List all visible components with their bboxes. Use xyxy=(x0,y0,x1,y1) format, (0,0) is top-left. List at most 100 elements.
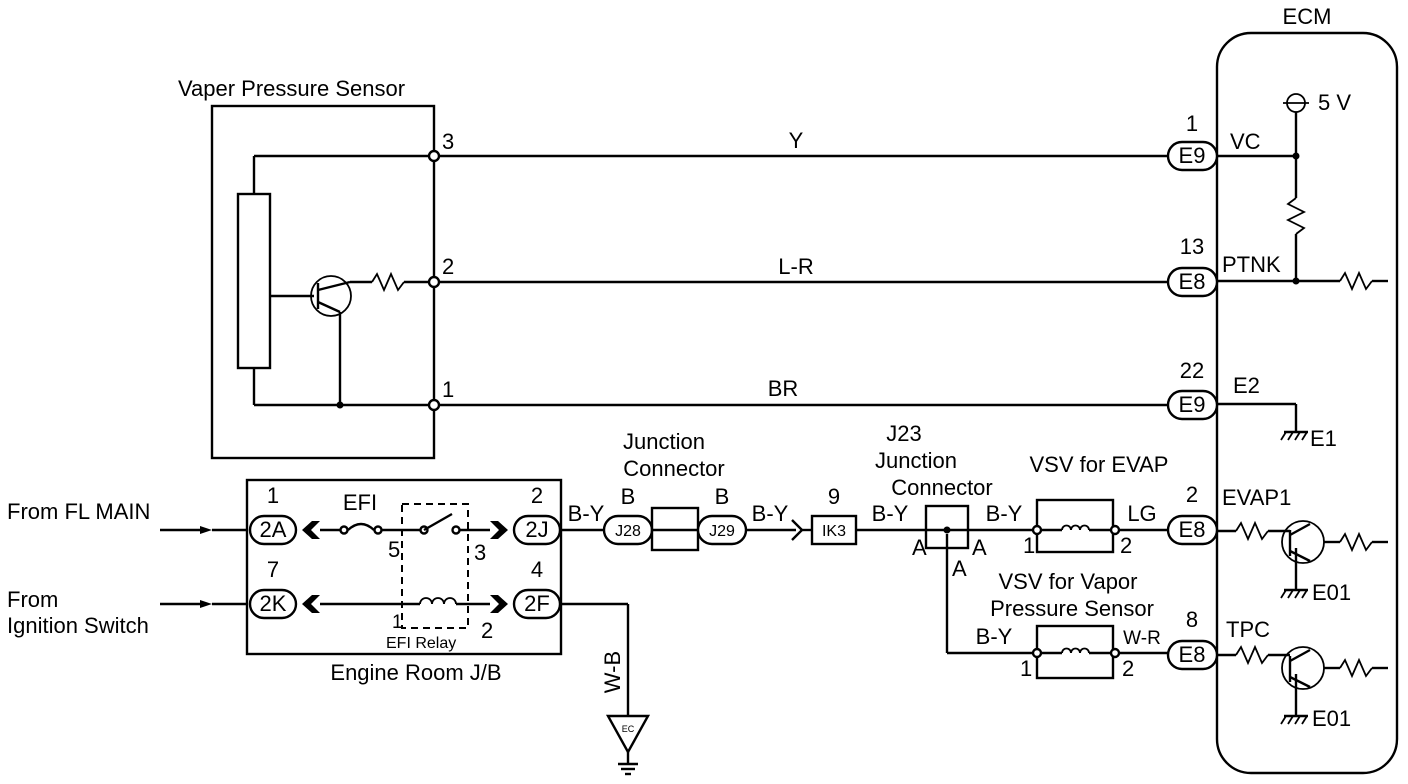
vsv-vapor-pressure: VSV for Vapor Pressure Sensor 1 2 W-R xyxy=(990,569,1168,681)
vsv-evap-pin2: 2 xyxy=(1120,533,1132,558)
by-chain: B-Y Junction Connector J28 B J29 B B-Y I… xyxy=(561,421,1033,655)
connector-2f xyxy=(512,588,562,620)
wire-br-label: BR xyxy=(768,376,799,401)
vsv-vp-title-1: VSV for Vapor xyxy=(999,569,1138,594)
relay-pin1: 1 xyxy=(392,612,403,633)
j23-title-2: Junction xyxy=(875,448,957,473)
ecm-pin-vc: VC xyxy=(1230,129,1261,154)
ecm-pin-e1: E1 xyxy=(1310,426,1337,451)
ecm-supply-label: 5 V xyxy=(1318,90,1351,115)
svg-text:IK3: IK3 xyxy=(822,523,846,540)
vsv-vp-title-2: Pressure Sensor xyxy=(990,596,1154,621)
arrow-2j-icon xyxy=(490,521,508,539)
sensor-transistor-icon xyxy=(310,275,352,317)
ecm-pin-evap1: EVAP1 xyxy=(1222,485,1291,510)
svg-text:2K: 2K xyxy=(260,591,287,616)
connector-2k xyxy=(248,588,298,620)
vsv-vp-coil-icon xyxy=(1061,647,1090,654)
connector-ik3 xyxy=(810,514,858,546)
svg-text:B: B xyxy=(715,484,730,509)
vsv-evap-coil-icon xyxy=(1061,524,1090,531)
wire-y-label: Y xyxy=(789,128,804,153)
ground-ec-circuit: W-B EC xyxy=(561,602,651,776)
relay-coil-icon xyxy=(419,597,457,605)
wire-wr-label: W-R xyxy=(1123,628,1161,649)
ecm-pin-e01-a: E01 xyxy=(1312,580,1351,605)
efi-relay-outline xyxy=(401,503,469,629)
jb-title: Engine Room J/B xyxy=(330,660,501,685)
svg-text:1: 1 xyxy=(1186,111,1198,136)
vapor-pressure-sensor: Vaper Pressure Sensor 3 2 1 xyxy=(178,76,454,460)
svg-text:E8: E8 xyxy=(1179,517,1206,542)
svg-text:22: 22 xyxy=(1180,358,1204,383)
svg-text:J28: J28 xyxy=(615,523,641,540)
junction-title-1: Junction xyxy=(623,429,705,454)
arrow-2f-icon xyxy=(490,595,508,613)
svg-text:2J: 2J xyxy=(525,517,548,542)
wire-by-4: B-Y xyxy=(986,501,1023,526)
svg-text:1: 1 xyxy=(267,483,279,508)
svg-text:7: 7 xyxy=(267,557,279,582)
relay-pin3: 3 xyxy=(474,540,486,565)
input-ign-line2: Ignition Switch xyxy=(7,613,149,638)
connector-2j xyxy=(512,514,562,546)
svg-text:E8: E8 xyxy=(1179,269,1206,294)
j23-title-1: J23 xyxy=(886,421,921,446)
arrow-2k-icon xyxy=(302,595,320,613)
pullup-resistor-icon xyxy=(1285,197,1307,235)
sensor-element-icon xyxy=(236,192,272,370)
svg-text:2: 2 xyxy=(1186,482,1198,507)
wire-wb-label: W-B xyxy=(600,651,625,693)
connector-2a xyxy=(248,514,298,546)
evap1-resistor-icon xyxy=(1235,520,1269,542)
j23-pin-a-left: A xyxy=(912,535,927,560)
ecm-pin-e01-b: E01 xyxy=(1312,706,1351,731)
ec-ground-label: EC xyxy=(622,724,635,734)
wire-by-3: B-Y xyxy=(872,501,909,526)
wire-lg-label: LG xyxy=(1127,501,1156,526)
sensor-pin2: 2 xyxy=(442,254,454,279)
j23-pin-a-bottom: A xyxy=(952,556,967,581)
sensor-resistor-icon xyxy=(371,271,405,293)
relay-label: EFI Relay xyxy=(386,635,456,652)
vsv-evap-pin1: 1 xyxy=(1023,533,1035,558)
svg-text:13: 13 xyxy=(1180,234,1204,259)
connector-e8-ptnk xyxy=(1166,266,1219,298)
ecm-pin-tpc: TPC xyxy=(1226,617,1270,642)
efi-fuse-icon xyxy=(347,522,375,531)
ecm-title: ECM xyxy=(1283,4,1332,29)
j23-title-3: Connector xyxy=(891,475,993,500)
svg-text:B: B xyxy=(621,484,636,509)
ptnk-input-resistor-icon xyxy=(1339,270,1373,292)
svg-text:J29: J29 xyxy=(709,523,735,540)
wire-by-5: B-Y xyxy=(976,624,1013,649)
fuse-efi-label: EFI xyxy=(343,490,377,515)
svg-text:E9: E9 xyxy=(1179,392,1206,417)
svg-text:2F: 2F xyxy=(524,591,550,616)
svg-text:E9: E9 xyxy=(1179,143,1206,168)
engine-room-jb: Engine Room J/B From FL MAIN From Igniti… xyxy=(7,478,563,685)
arrow-2a-icon xyxy=(302,521,320,539)
relay-pin5: 5 xyxy=(388,537,400,562)
connector-e9-top xyxy=(1166,140,1219,172)
relay-pin2: 2 xyxy=(481,618,493,643)
relay-switch-icon xyxy=(423,512,453,532)
ecm-connectors: E9 1 E8 13 E9 22 E8 2 E8 8 xyxy=(1166,111,1219,671)
sensor-pin3: 3 xyxy=(442,129,454,154)
wire-by-2: B-Y xyxy=(752,501,789,526)
vsv-evap: VSV for EVAP 1 2 LG xyxy=(1023,452,1168,558)
svg-text:E8: E8 xyxy=(1179,642,1206,667)
svg-text:2: 2 xyxy=(531,483,543,508)
sensor-title: Vaper Pressure Sensor xyxy=(178,76,405,101)
input-ign-line1: From xyxy=(7,587,58,612)
junction-title-2: Connector xyxy=(623,456,725,481)
ec-ground-icon xyxy=(605,714,651,755)
ecm-block: ECM 5 V VC PTNK E2 EVAP1 TPC E1 xyxy=(1215,4,1399,775)
vsv-evap-title: VSV for EVAP xyxy=(1030,452,1169,477)
ecm-pin-ptnk: PTNK xyxy=(1222,252,1281,277)
wire-lr-label: L-R xyxy=(778,254,813,279)
sensor-pin1: 1 xyxy=(442,377,454,402)
j23-pin-a-right: A xyxy=(972,535,987,560)
tpc-resistor-icon xyxy=(1235,644,1269,666)
